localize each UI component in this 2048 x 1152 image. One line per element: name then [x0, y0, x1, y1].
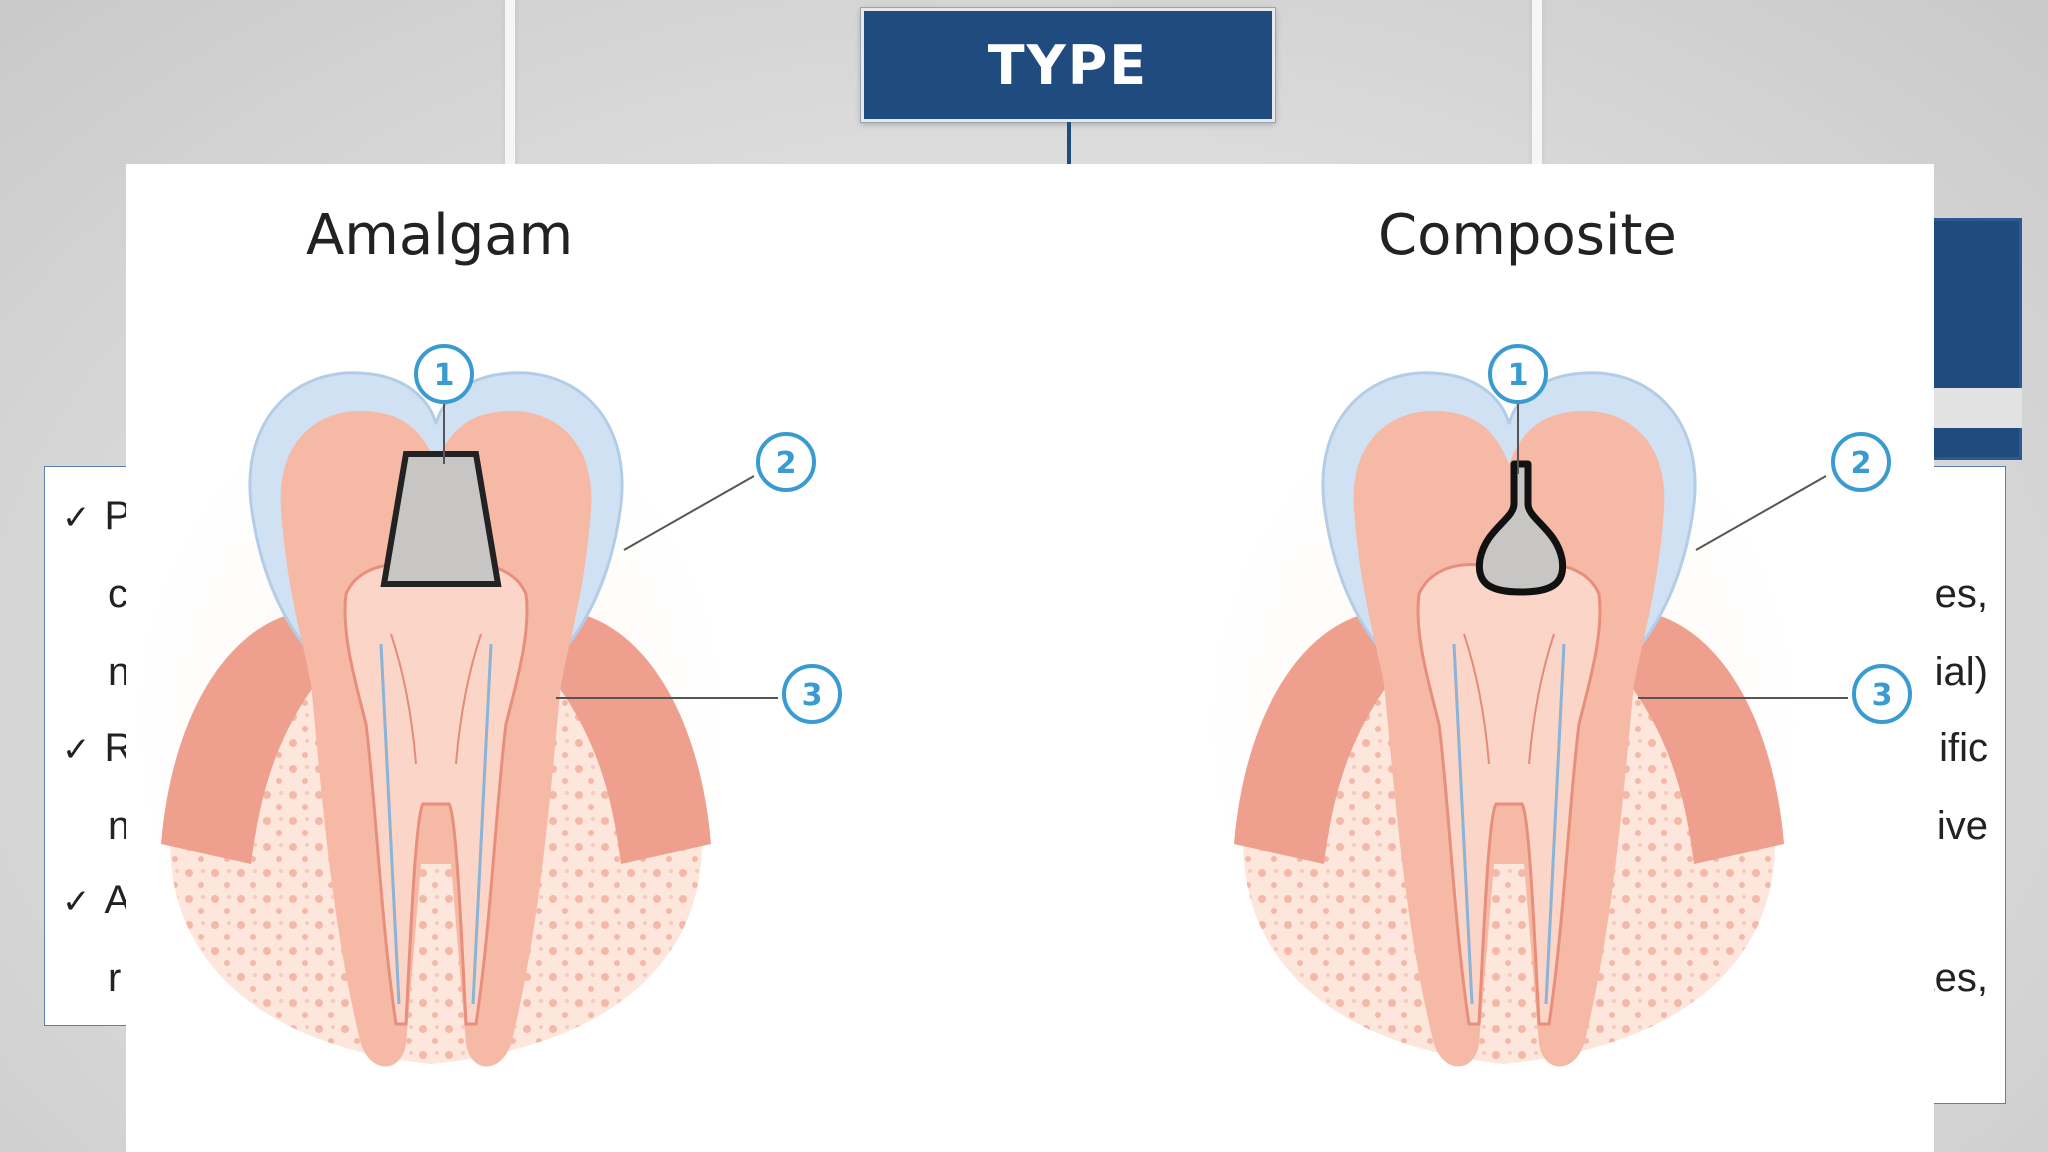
right-card-line: ial) [1934, 650, 1988, 694]
check-icon: ✓ [62, 498, 91, 534]
header-connector-line [1067, 122, 1071, 166]
check-icon: ✓ [62, 730, 91, 766]
right-card-line: ies, [1925, 572, 1988, 616]
composite-label-3: 3 [1872, 678, 1893, 713]
amalgam-label-3: 3 [802, 678, 823, 713]
composite-filling [1475, 460, 1567, 596]
left-card-line: n [108, 804, 131, 844]
tooth-diagrams-svg: Amalgam 1 2 3 Composite [126, 203, 1912, 1106]
amalgam-filling [380, 451, 502, 587]
left-card-line: c [108, 572, 128, 612]
composite-label-2: 2 [1851, 446, 1872, 481]
amalgam-label-2: 2 [776, 446, 797, 481]
right-card-line: ive [1936, 804, 1988, 848]
left-card-line: n [108, 650, 131, 690]
background-line-right [1532, 0, 1542, 170]
background-line-left [505, 0, 515, 170]
composite-diagram: Composite 1 2 3 [1172, 203, 1912, 1106]
check-icon: ✓ [62, 882, 91, 918]
composite-label-1: 1 [1508, 358, 1529, 393]
left-card-line: ✓A [62, 878, 142, 918]
right-card-line: ific [1939, 726, 1988, 770]
right-card-line: tes, [1923, 956, 1988, 1000]
left-card-line: r [108, 956, 122, 996]
amalgam-title: Amalgam [306, 203, 573, 268]
amalgam-label-1: 1 [434, 358, 455, 393]
type-header-title: TYPE [987, 33, 1149, 97]
amalgam-diagram: Amalgam 1 2 3 [126, 203, 842, 1106]
right-text-card [1928, 466, 2006, 1104]
right-header-strip [1928, 388, 2022, 428]
tooth-diagram-panel: Amalgam 1 2 3 Composite [126, 164, 1934, 1152]
type-header-box: TYPE [860, 7, 1276, 123]
composite-title: Composite [1378, 203, 1677, 268]
